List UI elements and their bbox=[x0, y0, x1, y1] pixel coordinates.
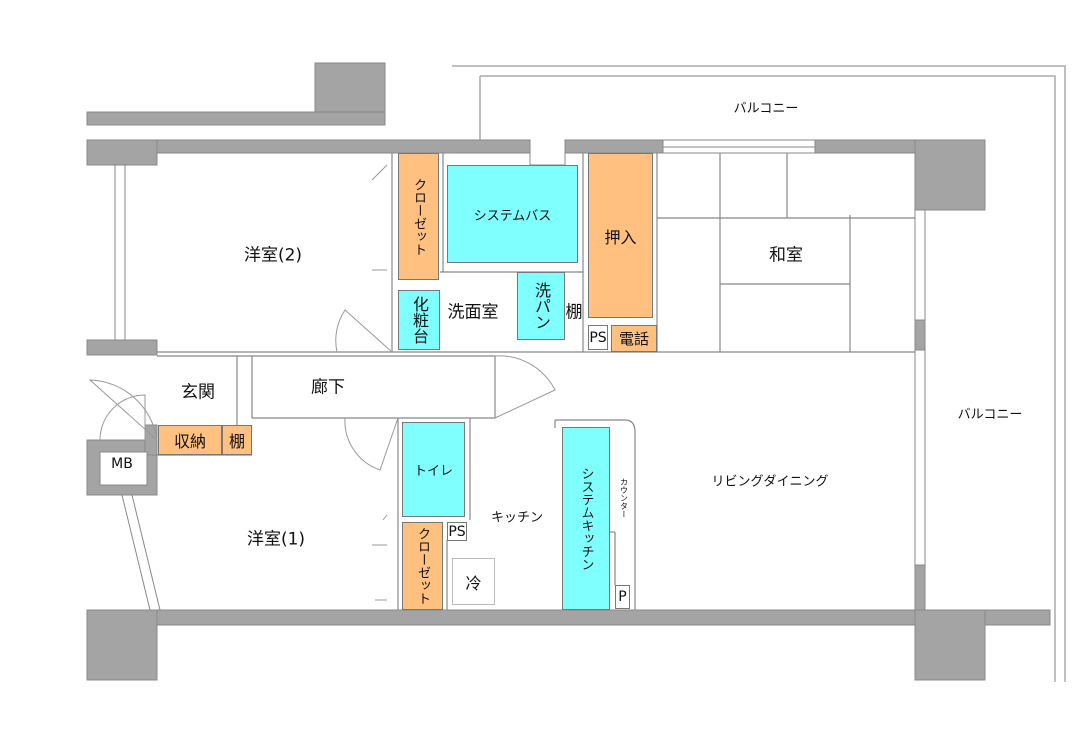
ps-top-label: PS bbox=[589, 329, 607, 346]
pipe-space-bottom: PS bbox=[447, 522, 467, 541]
system-kitchen-label: システムキッチン bbox=[578, 466, 594, 571]
system-bath-label: システムバス bbox=[473, 208, 552, 224]
washer-pan: 洗パン bbox=[517, 272, 565, 340]
p-label: P bbox=[618, 589, 627, 605]
entry-storage: 収納 bbox=[158, 425, 222, 455]
balcony-top-label: バルコニー bbox=[733, 101, 799, 117]
mb-label: MB bbox=[111, 456, 133, 472]
room-western-2: 洋室(2) bbox=[243, 245, 303, 266]
oshiire-closet: 押入 bbox=[588, 153, 653, 318]
ps-bottom-label: PS bbox=[448, 523, 466, 540]
room-japanese: 和室 bbox=[769, 245, 803, 266]
closet-top-label: クローゼット bbox=[411, 177, 426, 256]
vanity-label: 化粧台 bbox=[410, 296, 429, 344]
room-kitchen: キッチン bbox=[490, 510, 544, 526]
interior-walls bbox=[157, 153, 915, 610]
system-kitchen: システムキッチン bbox=[562, 427, 610, 610]
storage-label: 収納 bbox=[173, 432, 206, 451]
windows bbox=[114, 139, 926, 611]
fridge-space: 冷 bbox=[452, 558, 495, 605]
oshiire-label: 押入 bbox=[604, 227, 637, 247]
room-living-dining: リビングダイニング bbox=[711, 474, 829, 490]
wash-shelf-label: 棚 bbox=[565, 302, 583, 323]
room-entrance: 玄関 bbox=[181, 382, 215, 403]
closet-bottom-label: クローゼット bbox=[415, 527, 430, 605]
washer-pan-label: 洗パン bbox=[532, 282, 551, 330]
entry-shelf: 棚 bbox=[222, 425, 252, 455]
room-hallway: 廊下 bbox=[311, 377, 345, 398]
toilet: トイレ bbox=[402, 422, 465, 517]
room-western-1: 洋室(1) bbox=[246, 529, 306, 550]
room-washroom: 洗面室 bbox=[447, 302, 499, 323]
p-box: P bbox=[615, 585, 630, 609]
fridge-label: 冷 bbox=[465, 573, 482, 593]
counter-label: カウンター bbox=[619, 478, 629, 518]
toilet-label: トイレ bbox=[413, 464, 453, 479]
phone-label: 電話 bbox=[618, 330, 649, 348]
balcony-right-label: バルコニー bbox=[957, 407, 1023, 423]
pipe-space-top: PS bbox=[588, 325, 608, 350]
vanity: 化粧台 bbox=[398, 290, 440, 350]
entry-shelf-label: 棚 bbox=[228, 432, 245, 451]
balcony-outline bbox=[452, 65, 1066, 682]
closet-top: クローゼット bbox=[398, 153, 439, 280]
phone-space: 電話 bbox=[611, 325, 657, 352]
closet-bottom: クローゼット bbox=[402, 522, 443, 610]
system-bath: システムバス bbox=[447, 165, 578, 263]
